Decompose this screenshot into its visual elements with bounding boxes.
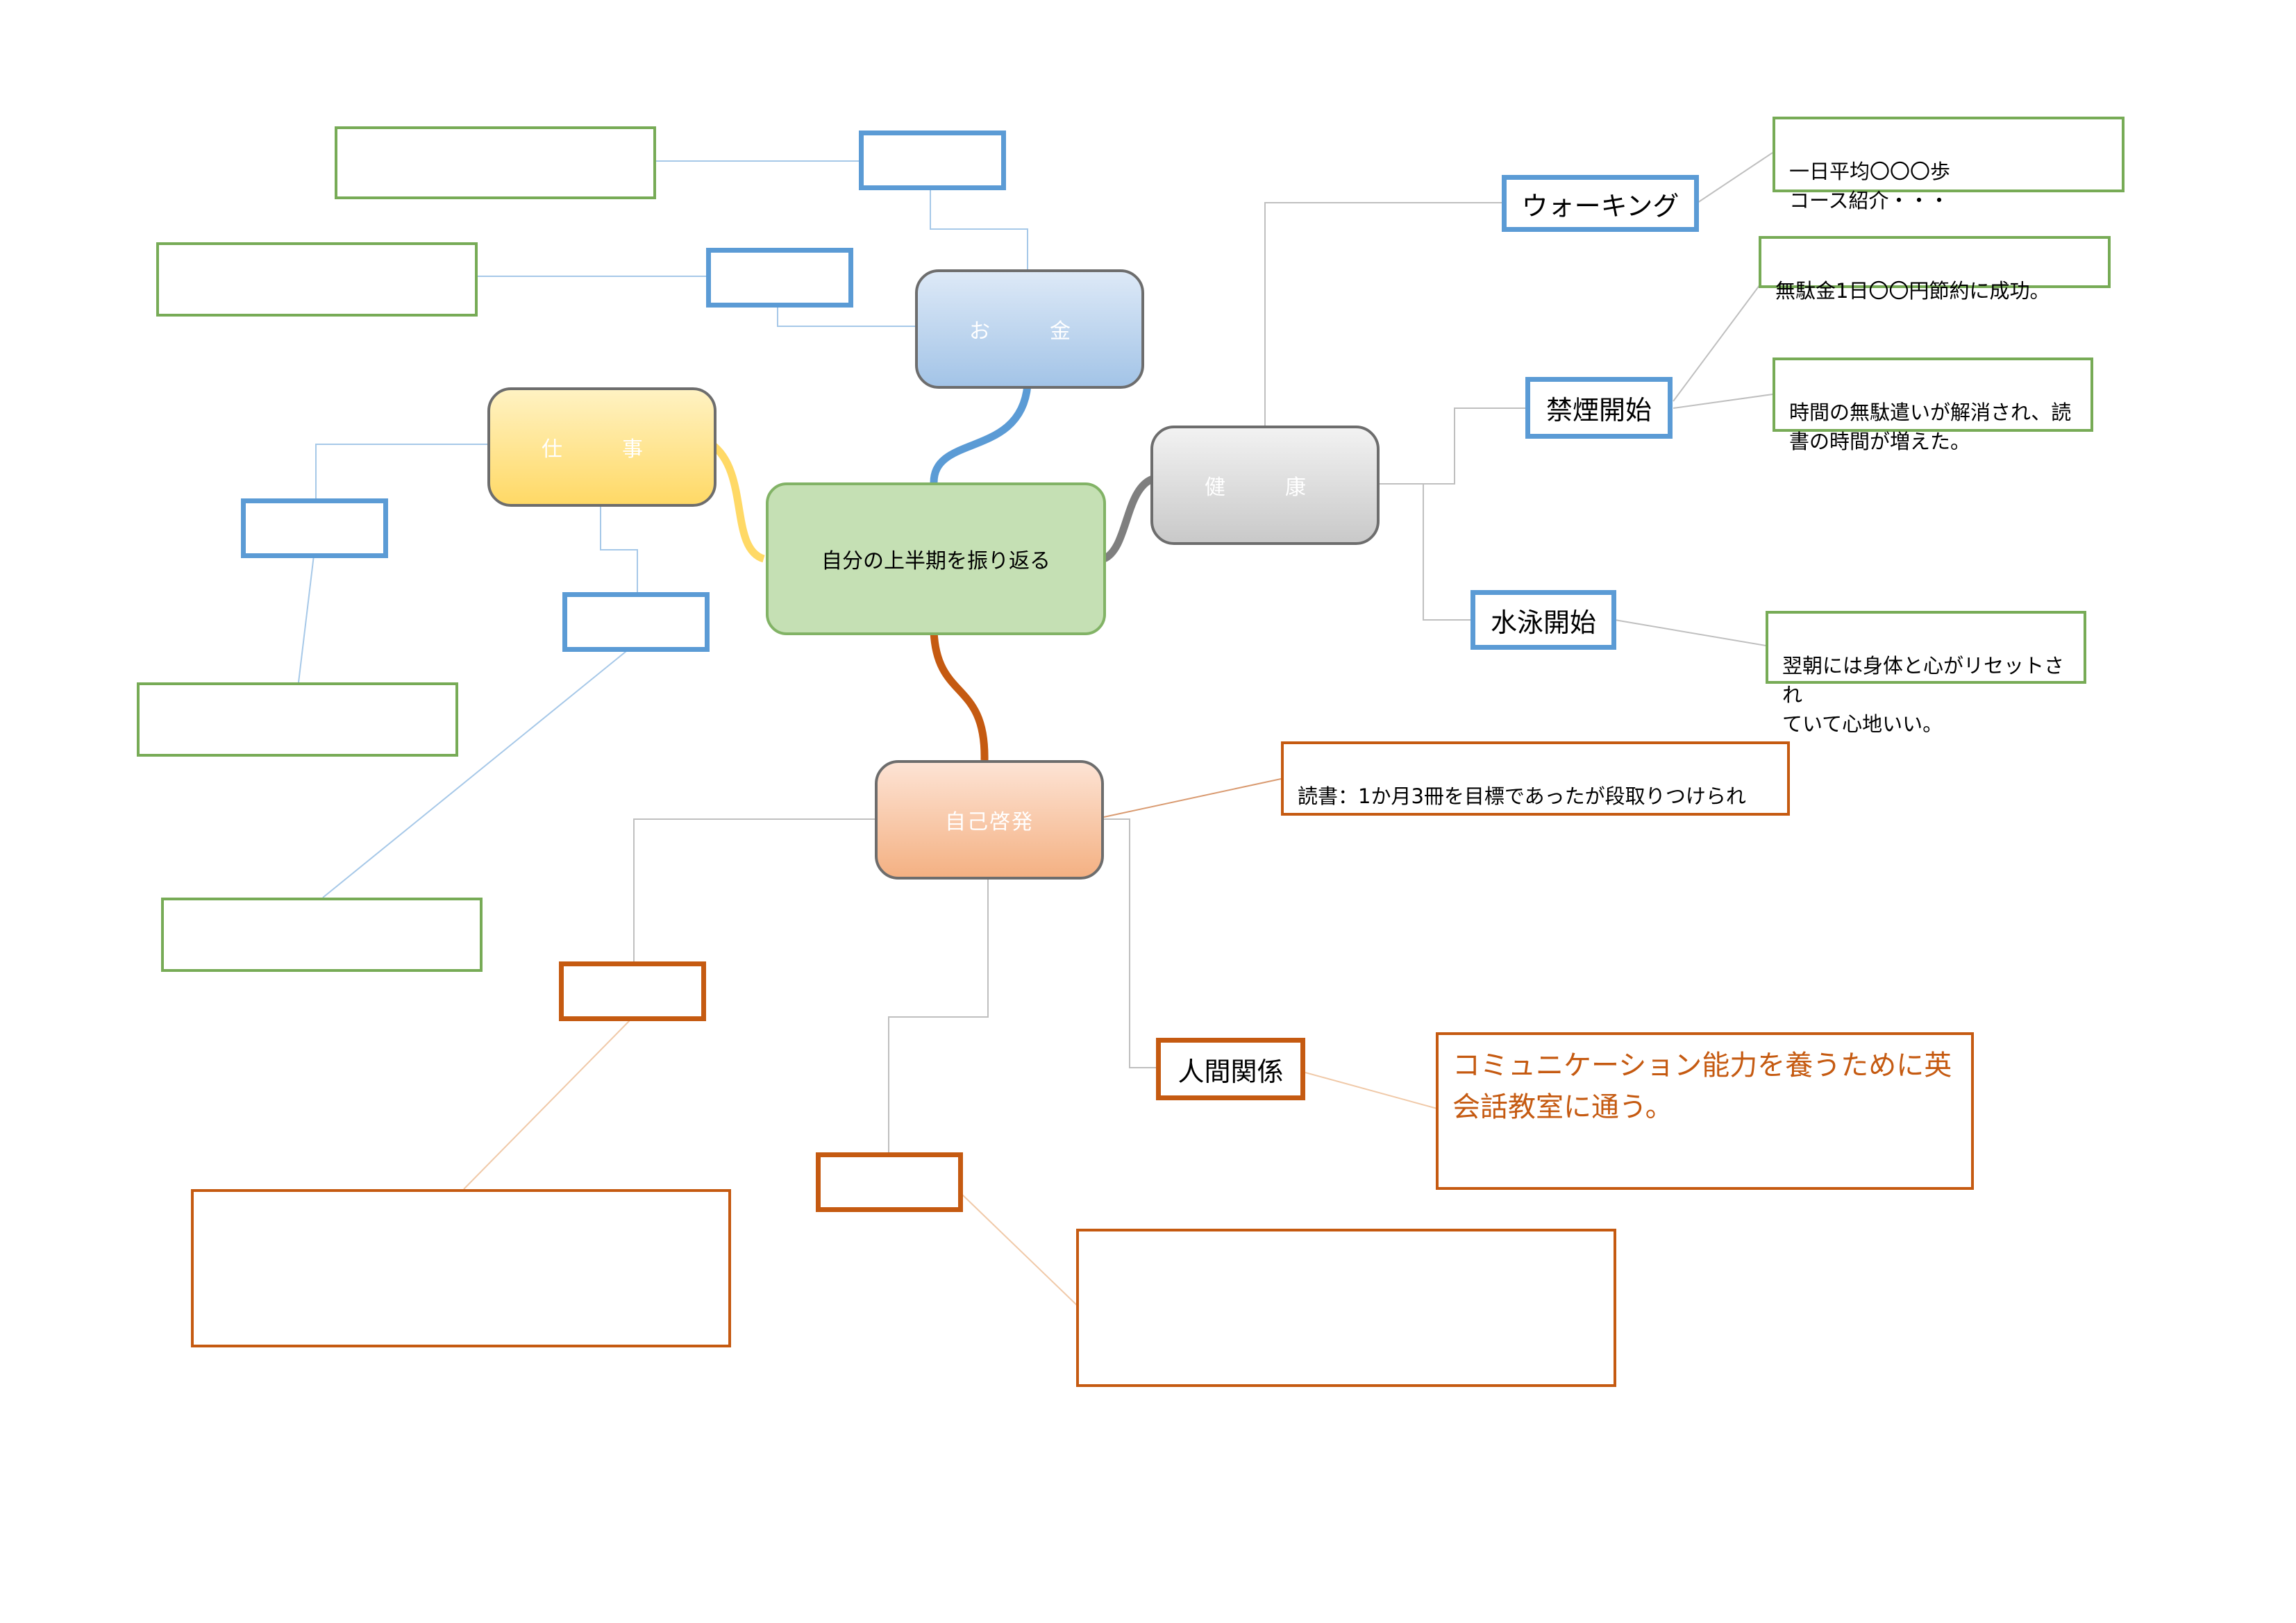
health-walking-label[interactable]: ウォーキング (1502, 175, 1699, 232)
connector-selfdev-note1 (463, 1020, 630, 1190)
connector-work-sub1 (315, 444, 488, 498)
health-walking-note[interactable]: 一日平均〇〇〇歩 コース紹介・・・ (1773, 117, 2125, 212)
connector-work (709, 441, 766, 563)
connector-work-note2 (322, 645, 634, 898)
connector-health-walking (1264, 202, 1502, 427)
health-nosmoking-note2-text: 時間の無駄遣いが解消され、読 書の時間が増えた。 (1789, 401, 2072, 453)
selfdev-relationships-text: 人間関係 (1178, 1056, 1284, 1087)
selfdev-relationships-label[interactable]: 人間関係 (1156, 1038, 1305, 1100)
work-note-box-2[interactable] (161, 898, 483, 972)
health-nosmoking-text: 禁煙開始 (1545, 395, 1652, 426)
connector-selfdev-sub1 (633, 818, 876, 963)
connector-self-dev (930, 631, 989, 761)
selfdev-sub-label-2[interactable] (816, 1152, 963, 1212)
connector-selfdev-note2 (961, 1193, 1079, 1307)
selfdev-note-box-2[interactable] (1076, 1229, 1616, 1387)
connector-health-nosmoking (1378, 407, 1525, 485)
selfdev-relationships-note-text: コミュニケーション能力を養うために英 会話教室に通う。 (1452, 1050, 1952, 1123)
work-sub-label-1[interactable] (241, 498, 388, 558)
connector-reading-note (1103, 778, 1282, 818)
health-swimming-note[interactable]: 翌朝には身体と心がリセットされ ていて心地いい。 (1766, 611, 2086, 736)
connector-relations-note (1305, 1072, 1438, 1109)
money-sub-label-2[interactable] (706, 248, 853, 308)
connector-nosmoking-note2 (1673, 394, 1773, 409)
money-sub-label-1[interactable] (859, 131, 1006, 190)
connector-work-sub2 (600, 505, 638, 594)
health-nosmoking-note-2[interactable]: 時間の無駄遣いが解消され、読 書の時間が増えた。 (1773, 358, 2093, 453)
branch-selfdev-node[interactable]: 自己啓発 (875, 760, 1104, 880)
health-swimming-note-text: 翌朝には身体と心がリセットされ ていて心地いい。 (1782, 654, 2065, 736)
money-note-box-2[interactable] (156, 242, 478, 317)
branch-selfdev-label: 自己啓発 (945, 810, 1034, 834)
connector-money-sub1 (930, 189, 1028, 271)
connector-health (1102, 475, 1155, 563)
selfdev-reading-note-text: 読書：1か月3冊を目標であったが段取りつけられ (1298, 784, 1746, 808)
branch-work-label: 仕 事 (542, 437, 662, 462)
center-label: 自分の上半期を振り返る (821, 549, 1050, 573)
health-swimming-text: 水泳開始 (1490, 607, 1596, 638)
money-note-box-1[interactable] (335, 126, 656, 199)
connector-money (930, 385, 1032, 483)
branch-money-node[interactable]: お 金 (915, 269, 1144, 389)
health-swimming-label[interactable]: 水泳開始 (1470, 590, 1616, 650)
connector-swimming-note (1614, 619, 1766, 646)
work-note-box-1[interactable] (137, 682, 458, 757)
selfdev-relationships-note[interactable]: コミュニケーション能力を養うために英 会話教室に通う。 (1436, 1032, 1974, 1190)
selfdev-note-box-1[interactable] (191, 1189, 731, 1347)
branch-work-node[interactable]: 仕 事 (487, 387, 717, 507)
branch-health-node[interactable]: 健 康 (1150, 426, 1380, 545)
health-walking-note-text: 一日平均〇〇〇歩 コース紹介・・・ (1789, 160, 1951, 212)
health-nosmoking-note1-text: 無駄金1日〇〇円節約に成功。 (1775, 279, 2050, 303)
connector-selfdev-sub2 (888, 878, 989, 1154)
health-walking-text: ウォーキング (1521, 190, 1679, 221)
connector-nosmoking-note1 (1673, 284, 1761, 402)
health-nosmoking-note-1[interactable]: 無駄金1日〇〇円節約に成功。 (1759, 236, 2111, 303)
center-node[interactable]: 自分の上半期を振り返る (766, 482, 1106, 635)
selfdev-reading-note[interactable]: 読書：1か月3冊を目標であったが段取りつけられ (1281, 741, 1790, 816)
connector-walking-note (1697, 152, 1773, 203)
connector-selfdev-relations (1104, 818, 1157, 1068)
connector-work-note1 (298, 555, 315, 683)
connector-money-sub2 (777, 302, 916, 327)
branch-health-label: 健 康 (1205, 476, 1325, 500)
selfdev-sub-label-1[interactable] (559, 961, 706, 1021)
health-nosmoking-label[interactable]: 禁煙開始 (1525, 377, 1673, 439)
connector-health-swimming (1423, 484, 1470, 621)
branch-money-label: お 金 (969, 319, 1090, 344)
work-sub-label-2[interactable] (562, 592, 710, 652)
